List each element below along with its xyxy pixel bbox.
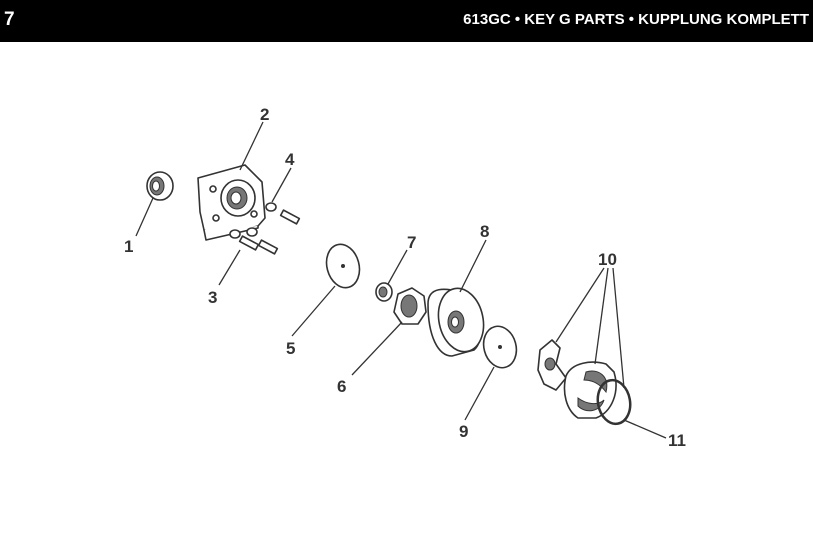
callout-10: 10	[598, 250, 617, 269]
callout-7: 7	[407, 233, 416, 252]
callout-2: 2	[260, 105, 269, 124]
callout-3: 3	[208, 288, 217, 307]
part-8-clutch-drum	[427, 287, 485, 357]
part-11-spring-ring	[596, 378, 632, 426]
part-1-seal	[146, 171, 174, 201]
part-3-4-screws-washers	[229, 202, 301, 255]
callout-9: 9	[459, 422, 468, 441]
page-header: 7 613GC • KEY G PARTS • KUPPLUNG KOMPLET…	[0, 0, 813, 42]
callout-4: 4	[285, 150, 295, 169]
page-number: 7	[4, 9, 15, 30]
part-10-clutch-assembly	[537, 339, 617, 419]
callout-11: 11	[668, 431, 686, 450]
part-5-washer	[325, 243, 361, 289]
callout-8: 8	[480, 222, 489, 241]
part-9-washer	[482, 325, 518, 369]
callout-6: 6	[337, 377, 346, 396]
part-6-sprocket	[393, 287, 427, 325]
part-7-needle-bearing	[375, 282, 393, 302]
callout-1: 1	[124, 237, 133, 256]
leader-lines	[135, 121, 667, 439]
callout-numbers: 1 2 3 4 5 6 7 8 9 10 11	[124, 105, 686, 450]
callout-5: 5	[286, 339, 295, 358]
page-title: 613GC • KEY G PARTS • KUPPLUNG KOMPLETT	[463, 11, 809, 28]
